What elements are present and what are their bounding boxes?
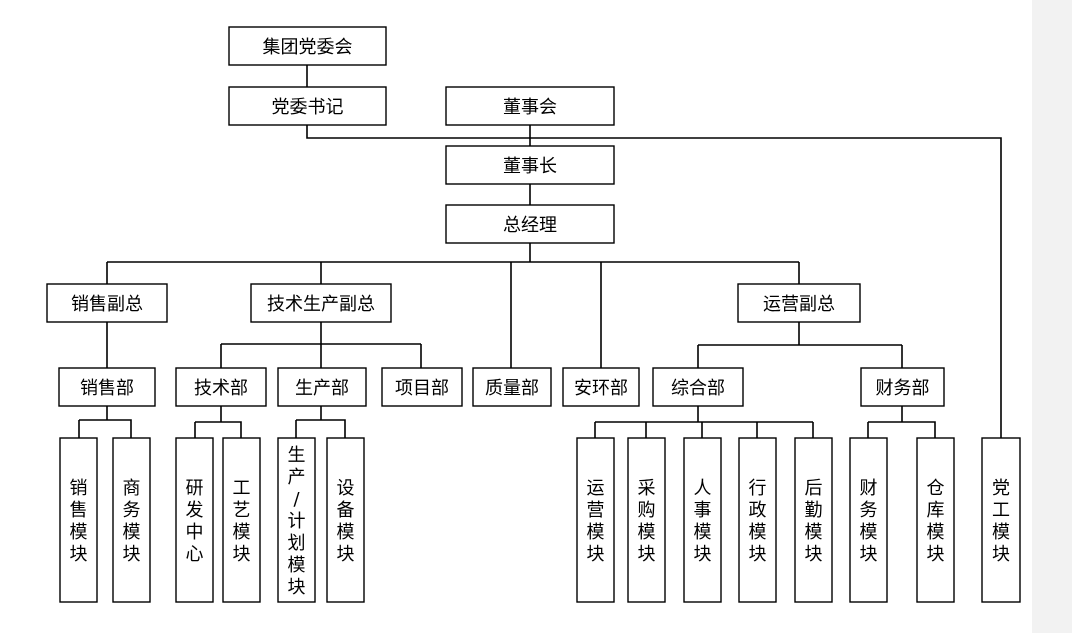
node-label: 设备模块 [337,478,355,565]
node-party-secretary: 党委书记 [228,86,387,126]
node-label: 工艺模块 [233,478,251,565]
node-safety-dept: 安环部 [562,367,640,407]
node-box [445,145,615,185]
node-box [562,367,640,407]
node-label: 党工模块 [992,478,1010,565]
node-label: 综合部 [671,378,725,399]
node-box [228,86,387,126]
node-label: 董事长 [503,156,557,177]
node-box [652,367,744,407]
right-margin-strip [1032,0,1072,633]
node-box [737,283,861,323]
node-m-hr: 人事模块 [683,437,722,603]
node-sales-vp: 销售副总 [46,283,168,323]
node-box [277,437,316,603]
node-label: 研发中心 [186,478,204,565]
node-box [381,367,463,407]
node-label: 运营副总 [763,294,835,315]
node-m-business: 商务模块 [112,437,151,603]
node-box [277,367,367,407]
node-box [222,437,261,603]
node-box [794,437,833,603]
node-box [738,437,777,603]
node-board: 董事会 [445,86,615,126]
node-label: 项目部 [395,378,449,399]
node-project-dept: 项目部 [381,367,463,407]
org-nodes: 集团党委会党委书记董事会董事长总经理销售副总技术生产副总运营副总销售部技术部生产… [46,26,1021,603]
connector-line [296,419,346,438]
node-chairman: 董事长 [445,145,615,185]
node-m-party: 党工模块 [981,437,1021,603]
node-ops-vp: 运营副总 [737,283,861,323]
node-label: 集团党委会 [263,37,353,58]
node-label: 仓库模块 [927,478,945,565]
node-label: 人事模块 [694,478,712,565]
node-box [175,367,267,407]
node-prod-dept: 生产部 [277,367,367,407]
node-label: 技术生产副总 [267,294,375,315]
node-m-prodplan: 生产/计划模块 [277,437,316,603]
node-box [228,26,387,66]
connector-lines [78,65,1002,438]
node-box [175,437,214,603]
node-general-dept: 综合部 [652,367,744,407]
node-m-process: 工艺模块 [222,437,261,603]
node-label: 财务部 [876,378,930,399]
node-label: 运营模块 [587,478,605,565]
node-tech-dept: 技术部 [175,367,267,407]
node-quality-dept: 质量部 [472,367,552,407]
node-tech-vp: 技术生产副总 [250,283,392,323]
node-label: 行政模块 [749,478,767,565]
node-box [112,437,151,603]
node-label: 销售部 [80,378,134,399]
node-box [576,437,615,603]
node-m-purchase: 采购模块 [627,437,666,603]
node-box [59,437,98,603]
node-label: 安环部 [574,378,628,399]
node-party-committee: 集团党委会 [228,26,387,66]
node-box [250,283,392,323]
node-label: 销售副总 [71,294,143,315]
node-label: 生产部 [295,378,349,399]
node-gm: 总经理 [445,204,615,244]
node-m-sales: 销售模块 [59,437,98,603]
node-label: 董事会 [503,97,557,118]
node-m-rd: 研发中心 [175,437,214,603]
node-label: 生产/计划模块 [288,445,306,598]
connector-line [868,421,936,438]
node-box [445,204,615,244]
node-m-finance: 财务模块 [849,437,888,603]
node-box [981,437,1021,603]
node-label: 技术部 [194,378,248,399]
node-label: 商务模块 [123,478,141,565]
node-box [860,367,945,407]
node-m-equipment: 设备模块 [326,437,365,603]
node-m-ops: 运营模块 [576,437,615,603]
node-box [916,437,955,603]
node-box [58,367,156,407]
node-box [683,437,722,603]
node-m-warehouse: 仓库模块 [916,437,955,603]
node-label: 总经理 [503,215,557,236]
node-m-admin: 行政模块 [738,437,777,603]
node-label: 采购模块 [638,478,656,565]
connector-line [195,421,242,438]
node-label: 后勤模块 [805,478,823,565]
node-box [627,437,666,603]
node-label: 质量部 [485,378,539,399]
node-label: 财务模块 [860,478,878,565]
node-box [46,283,168,323]
node-box [445,86,615,126]
node-box [472,367,552,407]
node-box [849,437,888,603]
node-label: 销售模块 [70,478,88,565]
connector-line [79,419,132,438]
node-m-logistics: 后勤模块 [794,437,833,603]
node-box [326,437,365,603]
connector-line [306,125,1002,438]
node-label: 党委书记 [272,97,344,118]
node-finance-dept: 财务部 [860,367,945,407]
node-sales-dept: 销售部 [58,367,156,407]
